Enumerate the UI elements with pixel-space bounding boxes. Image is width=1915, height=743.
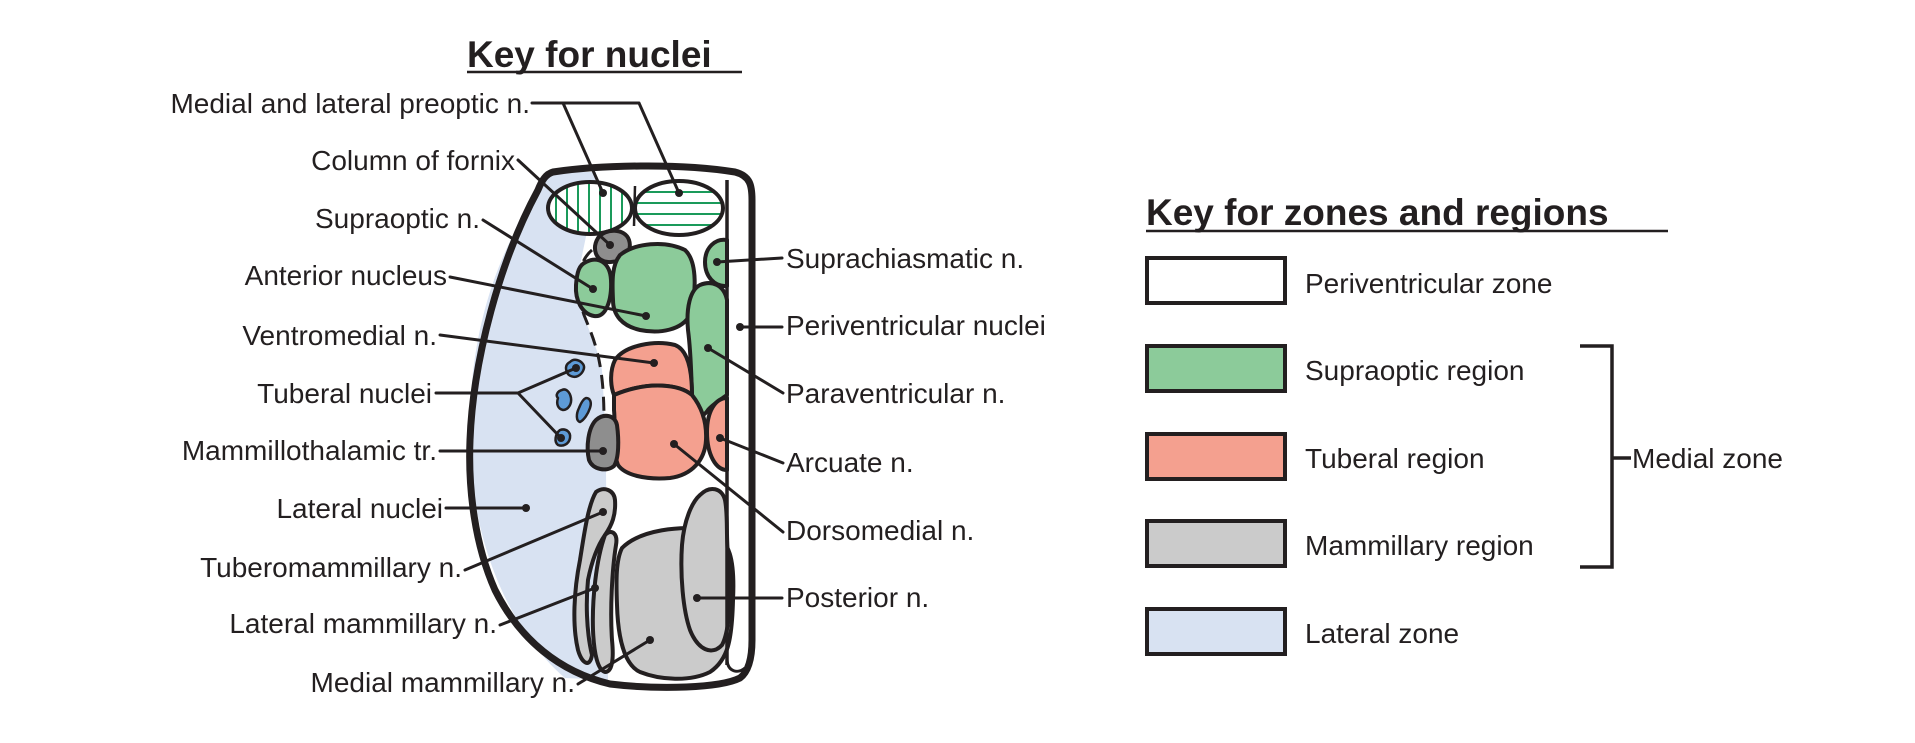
medial-zone-bracket	[1580, 344, 1631, 569]
label-supraoptic: Supraoptic n.	[315, 203, 480, 234]
legend-label-periventricular: Periventricular zone	[1305, 268, 1552, 299]
legend-label-tuberal: Tuberal region	[1305, 443, 1485, 474]
lateral-medial-boundary	[577, 248, 606, 421]
legend-item-periventricular: Periventricular zone	[1145, 256, 1552, 305]
zones-legend: Periventricular zone Supraoptic region T…	[1145, 256, 1783, 656]
legend-item-mammillary: Mammillary region	[1145, 519, 1534, 568]
legend-item-lateral: Lateral zone	[1145, 607, 1459, 656]
hypothalamus-outline	[466, 162, 756, 691]
leader-suprachiasmatic	[715, 256, 784, 264]
legend-item-tuberal: Tuberal region	[1145, 432, 1485, 481]
arcuate-nucleus	[705, 396, 729, 472]
label-tuberomammillary: Tuberomammillary n.	[200, 552, 462, 583]
label-suprachiasmatic: Suprachiasmatic n.	[786, 243, 1024, 274]
label-medial-mammillary: Medial mammillary n.	[311, 667, 576, 698]
label-lateral-mammillary: Lateral mammillary n.	[229, 608, 497, 639]
label-paraventricular: Paraventricular n.	[786, 378, 1005, 409]
label-periventricular-nuclei: Periventricular nuclei	[786, 310, 1046, 341]
legend-item-supraoptic: Supraoptic region	[1145, 344, 1524, 393]
swatch-lateral	[1145, 607, 1287, 656]
label-posterior: Posterior n.	[786, 582, 929, 613]
legend-label-lateral: Lateral zone	[1305, 618, 1459, 649]
label-arcuate: Arcuate n.	[786, 447, 914, 478]
leader-anterior	[448, 275, 648, 318]
swatch-supraoptic	[1145, 344, 1287, 393]
swatch-periventricular	[1145, 256, 1287, 305]
leader-ventromedial	[438, 333, 656, 365]
dorsomedial-nucleus	[612, 383, 709, 481]
anterior-nucleus	[610, 242, 697, 334]
leader-medial-mammillary	[576, 638, 652, 686]
label-mammillothalamic: Mammillothalamic tr.	[182, 435, 437, 466]
leader-fornix	[516, 158, 612, 247]
posterior-nucleus	[679, 487, 732, 653]
swatch-mammillary	[1145, 519, 1287, 568]
leader-lateral-mammillary	[498, 586, 597, 627]
label-tuberal-nuclei: Tuberal nuclei	[257, 378, 432, 409]
third-ventricle-bottom	[725, 659, 746, 673]
label-ventromedial: Ventromedial n.	[242, 320, 437, 351]
legend-label-mammillary: Mammillary region	[1305, 530, 1534, 561]
label-anterior-nucleus: Anterior nucleus	[245, 260, 447, 291]
leader-paraventricular	[706, 346, 785, 395]
leader-tuberal	[434, 366, 578, 440]
label-dorsomedial: Dorsomedial n.	[786, 515, 974, 546]
leader-preoptic	[530, 101, 681, 195]
leader-tuberomammillary	[463, 510, 605, 572]
legend-label-supraoptic: Supraoptic region	[1305, 355, 1524, 386]
swatch-tuberal	[1145, 432, 1287, 481]
preoptic-nucleus-lateral	[633, 179, 725, 237]
mammillothalamic-tract	[585, 413, 621, 472]
label-column-of-fornix: Column of fornix	[311, 145, 515, 176]
leader-arcuate	[718, 436, 785, 465]
label-lateral-nuclei: Lateral nuclei	[276, 493, 443, 524]
medial-zone-label: Medial zone	[1632, 443, 1783, 474]
label-preoptic: Medial and lateral preoptic n.	[170, 88, 530, 119]
leader-supraoptic	[481, 218, 595, 291]
zones-key-title: Key for zones and regions	[1146, 192, 1609, 233]
midline-tick	[632, 185, 637, 227]
nuclei-key-title: Key for nuclei	[467, 34, 712, 75]
leader-dorsomedial	[672, 442, 785, 534]
